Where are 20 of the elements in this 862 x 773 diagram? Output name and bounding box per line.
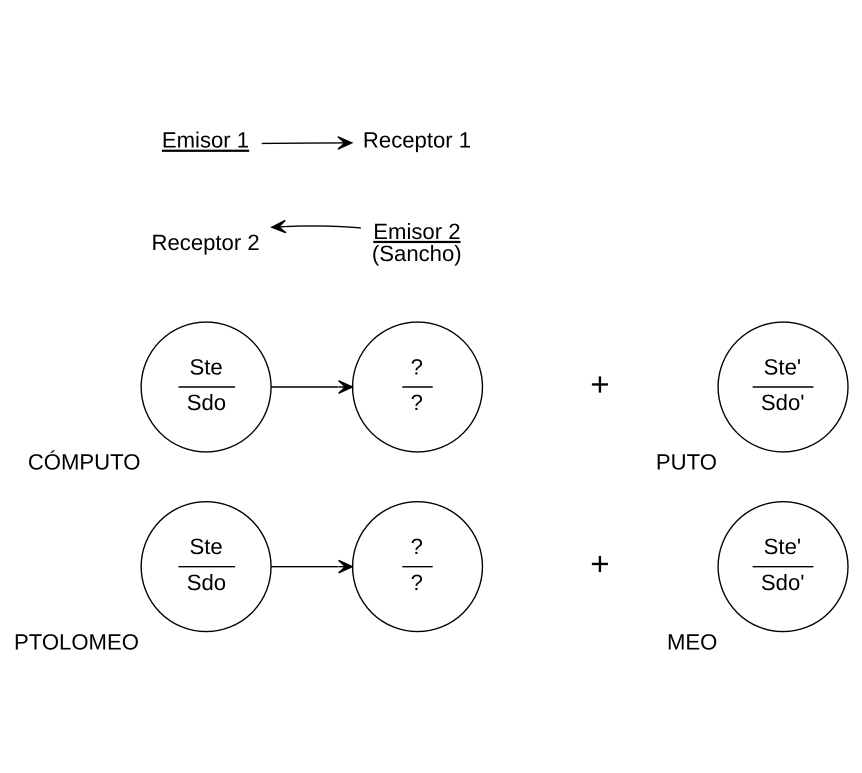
arrow	[271, 380, 354, 394]
node-circle: ? ?	[352, 500, 484, 632]
node-label: PUTO	[656, 449, 717, 474]
node-circle: Ste' Sdo'	[717, 320, 849, 452]
label: +	[590, 366, 610, 404]
arrow	[262, 136, 352, 150]
node-label: PTOLOMEO	[14, 628, 139, 654]
node-circle: Ste Sdo	[140, 500, 272, 632]
node-circle: Ste Sdo	[140, 320, 272, 452]
node-text: Emisor 2 (Sancho)	[372, 218, 462, 266]
arrow	[271, 559, 354, 574]
node-circle: Ste' Sdo'	[717, 500, 849, 632]
label: +	[590, 546, 610, 583]
node-circle: ? ?	[352, 320, 484, 452]
node-text: Emisor 1	[162, 127, 250, 152]
arrow	[271, 219, 361, 233]
node-text: Receptor 1	[362, 127, 472, 152]
node-label: MEO	[666, 628, 718, 654]
node-label: CÓMPUTO	[28, 449, 140, 474]
node-text: Receptor 2	[152, 229, 260, 254]
